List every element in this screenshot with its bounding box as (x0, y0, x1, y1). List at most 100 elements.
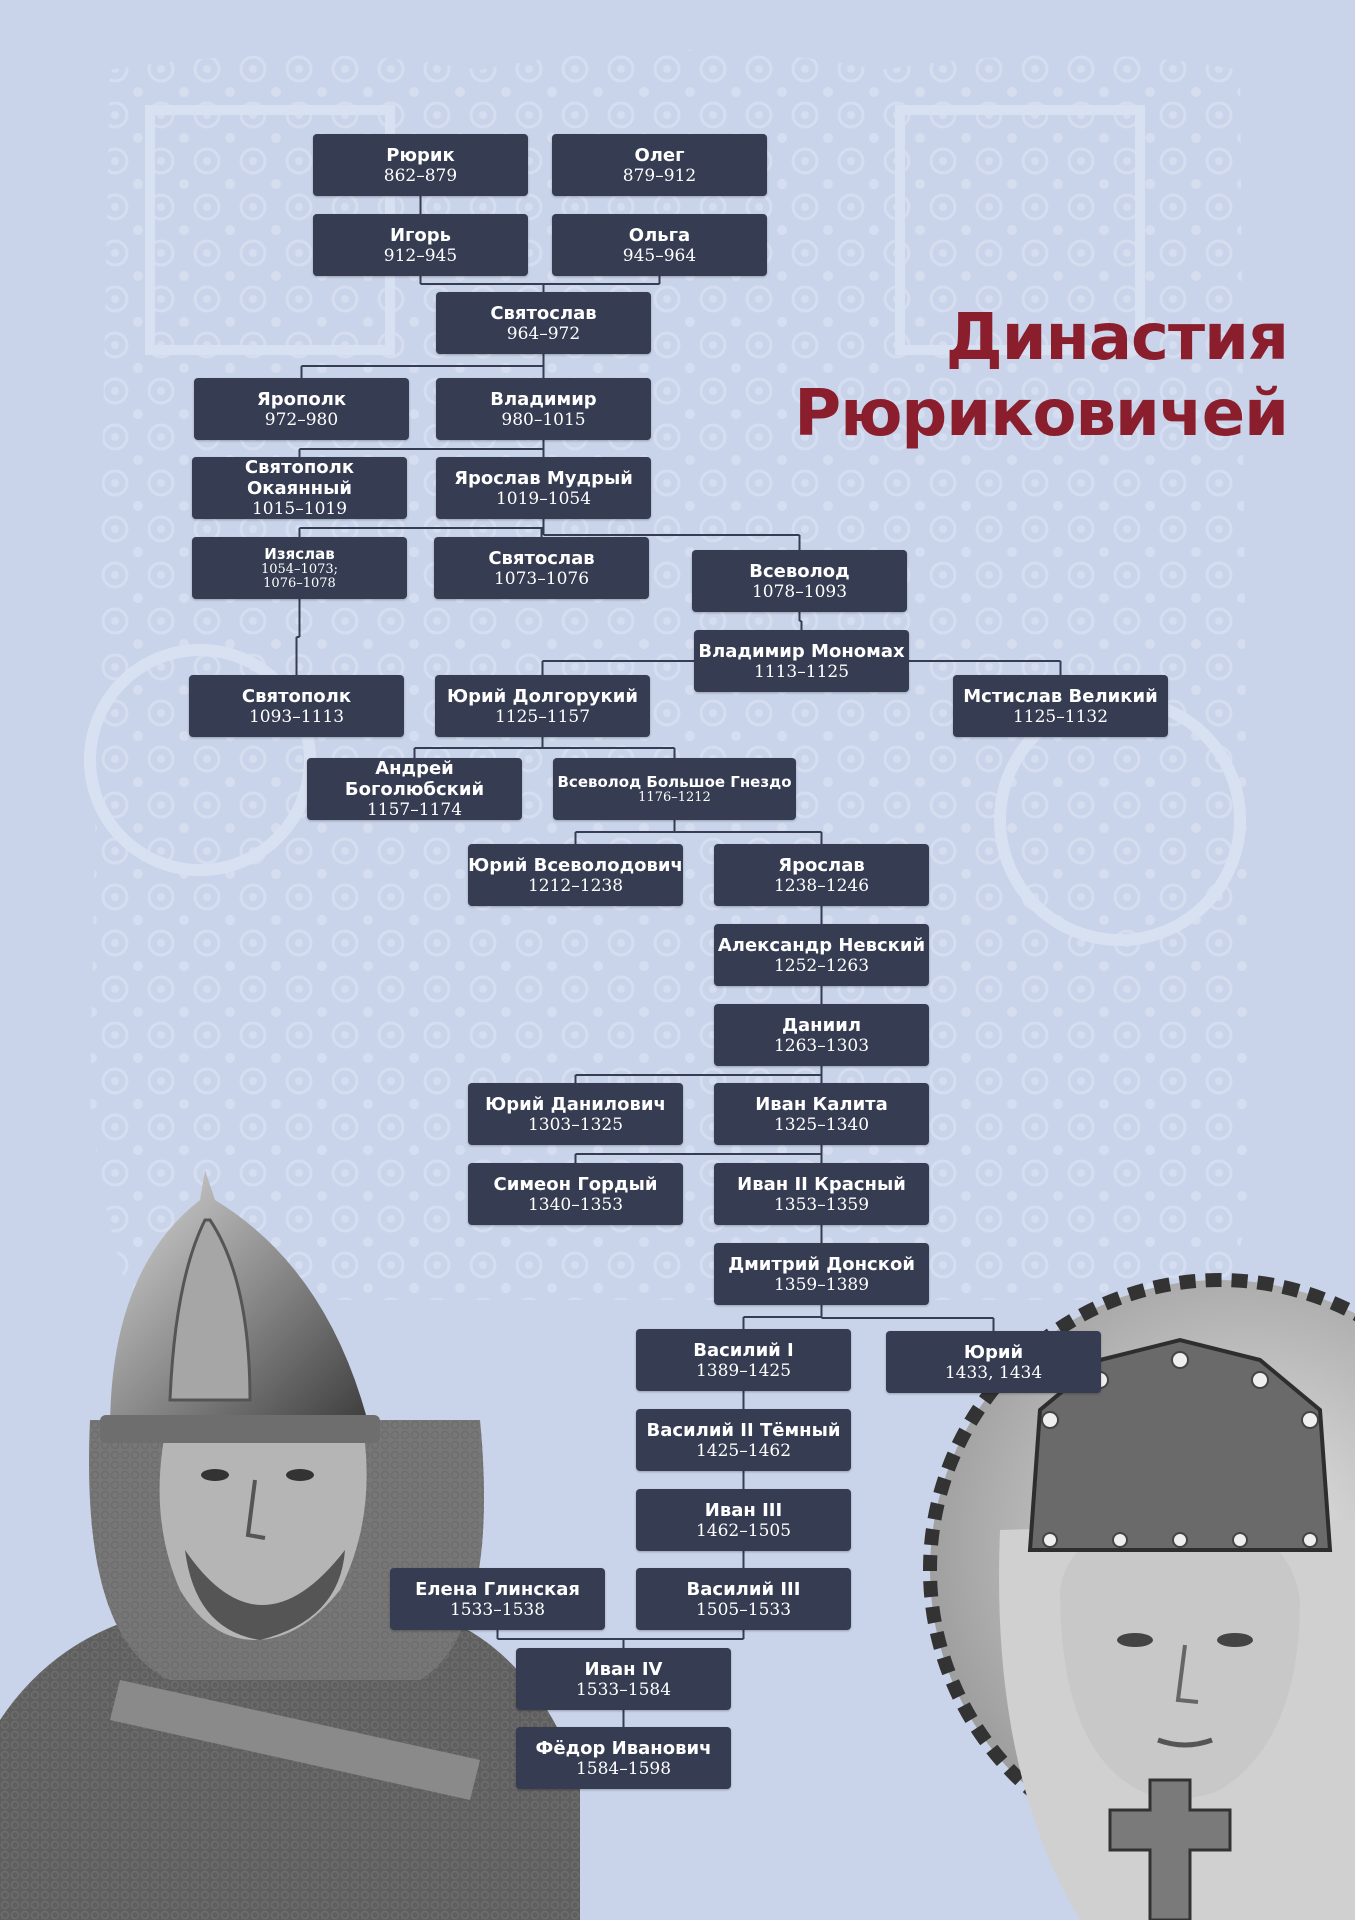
ruler-years: 1125–1132 (1012, 706, 1109, 727)
ruler-name: Мстислав Великий (963, 685, 1158, 707)
ruler-years: 912–945 (383, 245, 458, 266)
ruler-years: 1505–1533 (695, 1599, 792, 1620)
ruler-years: 1263–1303 (773, 1035, 870, 1056)
ruler-name: Владимир (490, 388, 597, 410)
page-title: Династия Рюриковичей (748, 300, 1289, 452)
ruler-name: Святослав (490, 302, 597, 324)
ruler-name: Изяслав (264, 544, 335, 563)
ruler-years: 879–912 (622, 165, 697, 186)
ruler-years: 1078–1093 (751, 581, 848, 602)
ruler-name: Иван III (704, 1499, 783, 1521)
ruler-name: Юрий Долгорукий (447, 685, 638, 707)
ruler-name: Юрий (963, 1341, 1024, 1363)
title-line-2: Рюриковичей (794, 377, 1289, 451)
ruler-name: Владимир Мономах (698, 640, 905, 662)
ruler-name: Святополк Окаянный (244, 457, 355, 499)
ruler-name: Иван Калита (755, 1093, 888, 1115)
ruler-years: 1353–1359 (773, 1194, 870, 1215)
ruler-name: Василий II Тёмный (646, 1419, 841, 1441)
ruler-name: Ольга (628, 224, 691, 246)
ruler-name: Ярослав (778, 854, 865, 876)
ruler-years: 1533–1538 (449, 1599, 546, 1620)
princess-portrait (923, 1273, 1355, 1920)
ruler-years: 980–1015 (501, 409, 586, 430)
ruler-name: Всеволод Большое Гнездо (557, 772, 792, 791)
ruler-years: 1015–1019 (251, 499, 348, 519)
ruler-name: Ярополк (256, 388, 347, 410)
ruler-name: Игорь (389, 224, 452, 246)
ruler-name: Даниил (781, 1014, 862, 1036)
ruler-years: 972–980 (264, 409, 339, 430)
ruler-name: Симеон Гордый (493, 1173, 658, 1195)
ruler-years-second: 1076–1078 (263, 575, 336, 591)
ruler-name: Ярослав Мудрый (454, 467, 633, 489)
ruler-years: 1433, 1434 (944, 1362, 1043, 1383)
ruler-years: 1073–1076 (493, 568, 590, 589)
ruler-years: 862–879 (383, 165, 458, 186)
ruler-years: 1176–1212 (638, 789, 711, 805)
ruler-years: 1359–1389 (773, 1274, 870, 1295)
title-line-1: Династия (945, 301, 1289, 375)
ruler-name: Олег (634, 144, 685, 166)
ruler-years: 1389–1425 (695, 1360, 792, 1381)
ruler-years: 1212–1238 (527, 875, 624, 896)
ruler-years: 1157–1174 (366, 800, 463, 820)
warrior-portrait (0, 1170, 580, 1920)
ruler-years: 964–972 (506, 323, 581, 344)
ruler-name: Святослав (488, 547, 595, 569)
ruler-name: Александр Невский (717, 934, 926, 956)
ruler-name: Святополк (241, 685, 352, 707)
ruler-years: 945–964 (622, 245, 697, 266)
ruler-years: 1325–1340 (773, 1114, 870, 1135)
ruler-name: Юрий Данилович (485, 1093, 666, 1115)
ruler-name: Иван IV (584, 1658, 663, 1680)
ruler-years: 1462–1505 (695, 1520, 792, 1541)
ruler-years: 1303–1325 (527, 1114, 624, 1135)
ruler-years: 1533–1584 (575, 1679, 672, 1700)
ruler-name: Иван II Красный (737, 1173, 906, 1195)
ruler-years: 1054–1073; (260, 561, 339, 577)
ruler-name: Василий III (686, 1578, 801, 1600)
ruler-name: Андрей Боголюбский (344, 758, 485, 800)
ruler-name: Юрий Всеволодович (468, 854, 683, 876)
ruler-name: Дмитрий Донской (728, 1253, 915, 1275)
ruler-years: 1340–1353 (527, 1194, 624, 1215)
ruler-name: Всеволод (749, 560, 850, 582)
ruler-name: Василий I (693, 1339, 794, 1361)
ruler-years: 1093–1113 (248, 706, 345, 727)
ruler-name: Фёдор Иванович (535, 1737, 712, 1759)
ruler-years: 1113–1125 (753, 661, 850, 682)
ruler-years: 1019–1054 (495, 488, 592, 509)
